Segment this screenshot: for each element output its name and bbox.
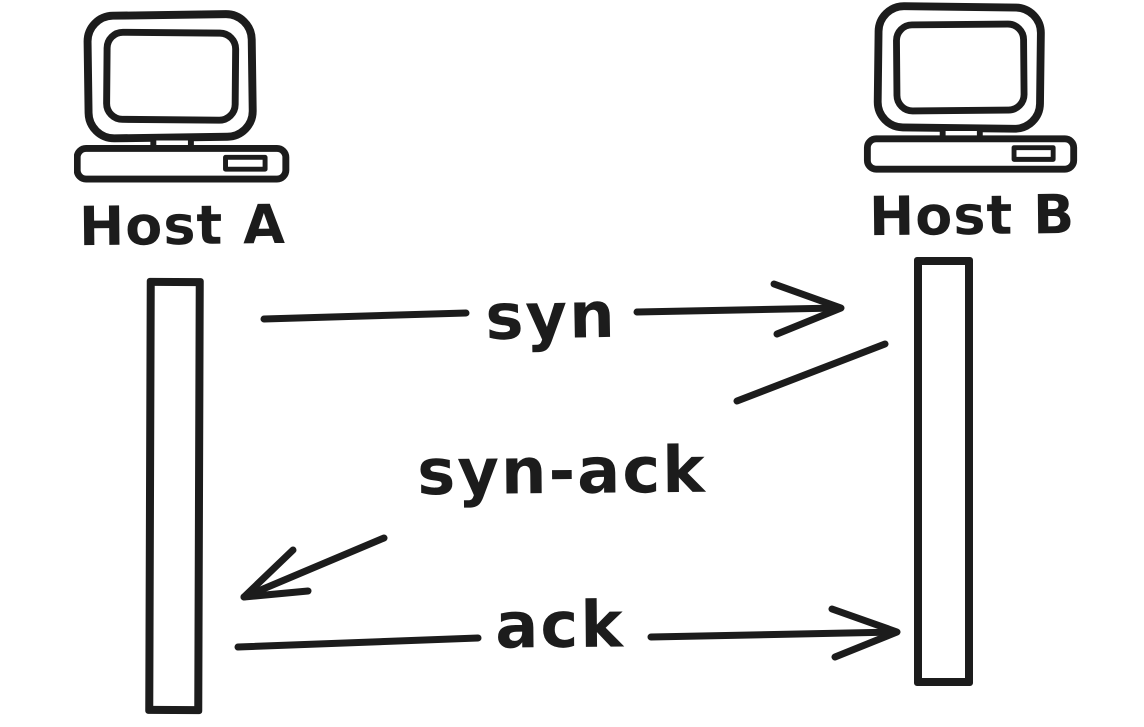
desktop-computer-icon — [863, 2, 1078, 173]
lifeline-host-b — [914, 257, 973, 686]
desktop-computer-icon — [73, 10, 289, 183]
message-label-syn: syn — [484, 278, 618, 356]
actor-host-a: Host A — [70, 8, 295, 259]
actor-host-b: Host B — [858, 0, 1086, 249]
message-label-syn-ack: syn-ack — [416, 433, 708, 511]
lifeline-host-a — [145, 277, 204, 715]
actor-label-host-a: Host A — [78, 192, 287, 259]
actor-label-host-b: Host B — [868, 182, 1076, 249]
message-label-ack: ack — [494, 588, 626, 664]
